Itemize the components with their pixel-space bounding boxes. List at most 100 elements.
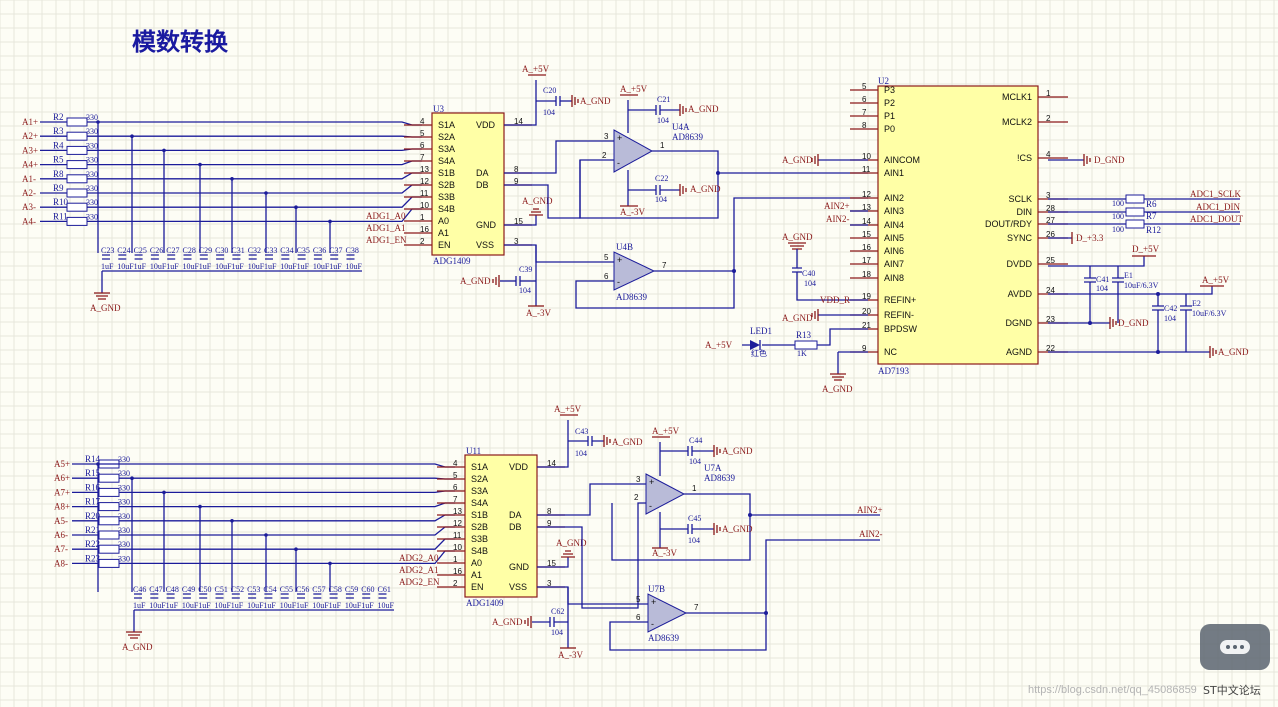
u11-ref: U11 [466, 446, 481, 456]
resistor-label: R14 [85, 454, 101, 464]
cap-value: 1uF [101, 262, 114, 271]
net-bot-out1: AIN2+ [857, 505, 883, 515]
resistor-value: 330 [118, 455, 130, 464]
net-bot-m3b: A_-3V [558, 650, 583, 660]
resistor-value: 330 [86, 141, 98, 150]
cap-label: C38 [346, 246, 359, 255]
pin-name: S4A [471, 498, 488, 508]
net-top-agnd: A_GND [580, 96, 611, 106]
pin-number: 10 [420, 201, 429, 210]
cap-label: C24 [117, 246, 130, 255]
net-bot-agnd2: A_GND [722, 446, 753, 456]
svg-text:5: 5 [636, 595, 641, 604]
pin-number: 1 [453, 555, 458, 564]
resistor-value: 330 [118, 554, 130, 563]
cap-label: C48 [166, 585, 179, 594]
resistor-value: 330 [118, 540, 130, 549]
u7a-part: AD8639 [704, 473, 735, 483]
resistor [98, 544, 120, 554]
resistor [98, 473, 120, 483]
adc-pin-name: P0 [884, 124, 895, 134]
e2-value: 10uF/6.3V [1192, 309, 1227, 318]
cap-value: 1uF [166, 601, 179, 610]
adc-pin-name: AGND [1006, 347, 1033, 357]
net-adc-ap5b: A_+5V [1202, 275, 1230, 285]
pin-number: 16 [453, 567, 462, 576]
pin-number: 9 [514, 177, 519, 186]
adc-pin-name: AIN5 [884, 233, 904, 243]
resistor-value: 330 [86, 127, 98, 136]
c45-label: C45 [688, 514, 701, 523]
u3-multiplexer[interactable]: U3 ADG1409 S1A4S2A5S3A6S4A7S1B13S2B12S3B… [404, 104, 532, 266]
resistor [66, 117, 88, 127]
c43-value: 104 [575, 449, 587, 458]
pin-name: S1A [471, 462, 488, 472]
net-adc-vddr: VDD_R [820, 295, 850, 305]
u7b-opamp[interactable]: + - U7B AD8639 [647, 584, 688, 643]
u4b-opamp[interactable]: + - U4B AD8639 [613, 242, 656, 302]
c41-label: C41 [1096, 275, 1109, 284]
pin-name: S2B [471, 522, 488, 532]
adc-pin-number: 4 [1046, 150, 1051, 159]
cap-value: 10uF [183, 262, 200, 271]
pin-number: 4 [453, 459, 458, 468]
u7b-wiring: 5 6 7 AIN2- [567, 529, 883, 651]
adc-pin-number: 23 [1046, 315, 1055, 324]
pin-number: 14 [547, 459, 556, 468]
pin-number: 8 [514, 165, 519, 174]
u4b-ref: U4B [616, 242, 633, 252]
resistor-label: R17 [85, 497, 101, 507]
resistor-label: R4 [53, 140, 64, 150]
gnd-label: A_GND [90, 303, 121, 313]
resistor-label: R11 [53, 211, 68, 221]
adc-pin-number: 28 [1046, 204, 1055, 213]
svg-text:6: 6 [636, 613, 641, 622]
cap-value: 10uF [117, 262, 134, 271]
input-label: A7- [54, 544, 68, 554]
adc-pin-name: AIN3 [884, 206, 904, 216]
adc-pin-number: 16 [862, 243, 871, 252]
net-adc-dp5: D_+5V [1132, 244, 1160, 254]
c44-label: C44 [689, 436, 702, 445]
pin-name: S1B [471, 510, 488, 520]
pin-number: 3 [514, 237, 519, 246]
adc-pin-name: AIN7 [884, 259, 904, 269]
u11-multiplexer[interactable]: U11 ADG1409 S1A4S2A5S3A6S4A7S1B13S2B12S3… [437, 446, 565, 608]
input-label: A8+ [54, 502, 70, 512]
u3-pins: S1A4S2A5S3A6S4A7S1B13S2B12S3B11S4B10A01A… [404, 117, 532, 250]
adc-pin-name: DVDD [1006, 259, 1032, 269]
control-net: ADG2_A0 [399, 553, 439, 563]
adc-pin-name: AIN6 [884, 246, 904, 256]
pin-number: 4 [420, 117, 425, 126]
pin-name: A0 [438, 216, 449, 226]
cap-value: 1uF [133, 601, 146, 610]
resistor-label: R23 [85, 553, 101, 563]
ad7193-adc[interactable]: U2 AD7193 P35P26P17P08AINCOM10AIN111AIN2… [850, 76, 1068, 376]
adc-pins: P35P26P17P08AINCOM10AIN111AIN212AIN313AI… [850, 82, 1068, 357]
adc-pin-name: P2 [884, 98, 895, 108]
pin-number: 13 [453, 507, 462, 516]
pin-name: S4B [471, 546, 488, 556]
e1-label: E1 [1124, 271, 1133, 280]
u11-power: A_+5V C43 104 A_GND A_GND C62 104 A_GND … [492, 404, 643, 660]
adc-pin-name: AIN2 [884, 193, 904, 203]
resistor [98, 558, 120, 568]
cap-label: C60 [361, 585, 374, 594]
input-label: A8- [54, 558, 68, 568]
adc-pin-number: 15 [862, 230, 871, 239]
resistor-value: 330 [118, 526, 130, 535]
cap-value: 10uF [280, 601, 297, 610]
cap-value: 1uF [296, 601, 309, 610]
u3-part: ADG1409 [433, 256, 471, 266]
resistor-value: 330 [86, 113, 98, 122]
adc-ref: U2 [878, 76, 889, 86]
net-top-agnd4: A_GND [460, 276, 491, 286]
r12-value: 100 [1112, 225, 1124, 234]
pin-number: 9 [547, 519, 552, 528]
u4a-opamp[interactable]: + - U4A AD8639 [613, 122, 703, 173]
adc-pin-name: AINCOM [884, 155, 920, 165]
u7a-opamp[interactable]: + - U7A AD8639 [645, 463, 735, 515]
net-top-gnda: A_GND [522, 196, 553, 206]
resistor [98, 487, 120, 497]
